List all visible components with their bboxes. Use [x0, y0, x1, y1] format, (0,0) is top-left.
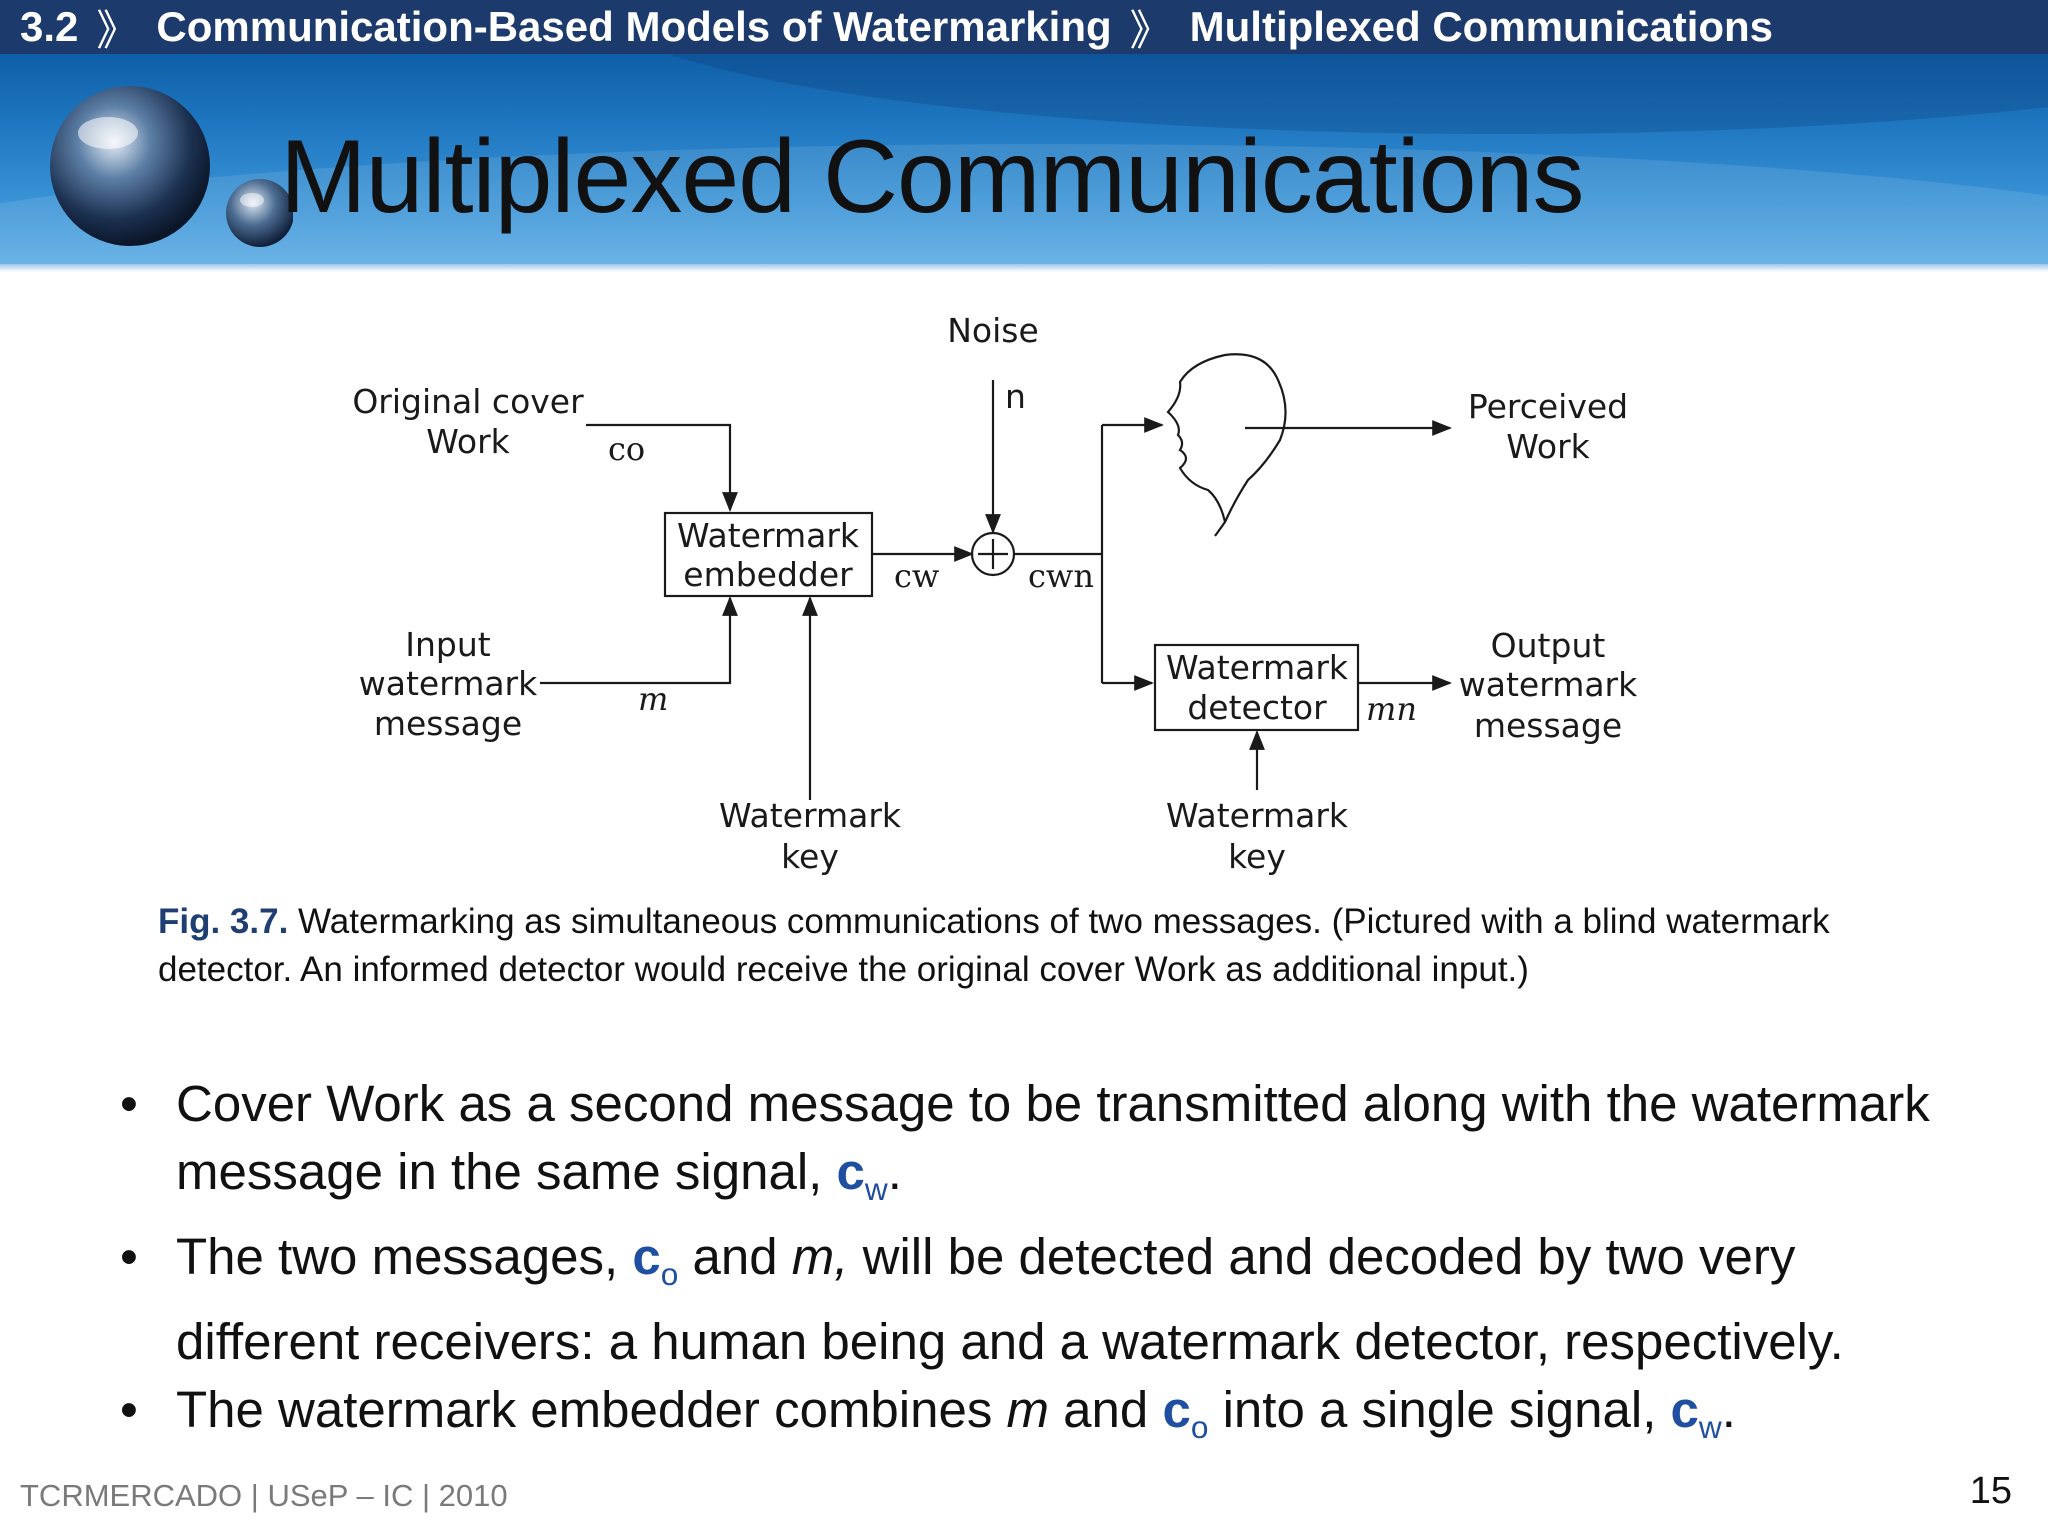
bullet-text: and	[678, 1228, 792, 1286]
original-cover-label-2: Work	[426, 422, 510, 461]
cw-variable: cw	[836, 1143, 888, 1208]
title-band-divider	[0, 264, 2048, 272]
embedder-label-1: Watermark	[677, 516, 860, 555]
perceived-label-2: Work	[1506, 427, 1590, 466]
input-label-1: Input	[405, 625, 491, 664]
page-title: Multiplexed Communications	[280, 119, 1584, 235]
key2-label-2: key	[1228, 837, 1286, 876]
bullet-text: .	[1721, 1381, 1736, 1439]
m-variable: m	[1006, 1381, 1050, 1439]
cw-variable: cw	[1670, 1381, 1722, 1446]
bullet-dot: •	[120, 1075, 138, 1132]
breadcrumb-separator: 》	[96, 6, 139, 54]
human-head-icon	[1166, 353, 1287, 537]
detector-label-1: Watermark	[1166, 648, 1349, 687]
footer-credit: TCRMERCADO | USeP – IC | 2010	[20, 1478, 508, 1513]
key1-label-2: key	[781, 837, 839, 876]
noise-symbol: n	[1005, 377, 1026, 416]
perceived-label-1: Perceived	[1468, 387, 1628, 426]
bullet-dot: •	[120, 1228, 138, 1286]
bullet-item: • The two messages, co and m, will be de…	[120, 1223, 1980, 1376]
bullet-text: into a single signal,	[1208, 1381, 1671, 1439]
bullet-item: • The watermark embedder combines m and …	[120, 1376, 1980, 1461]
detector-box	[1153, 643, 1360, 732]
mn-symbol: mn	[1366, 690, 1417, 728]
embedder-label-2: embedder	[683, 555, 853, 594]
cw-symbol: cw	[894, 557, 939, 595]
bullet-text: The two messages,	[176, 1228, 633, 1286]
bullet-dot: •	[120, 1381, 138, 1439]
input-label-3: message	[374, 704, 522, 743]
breadcrumb-separator: 》	[1129, 6, 1172, 54]
output-label-3: message	[1474, 706, 1622, 745]
bullet-item: • Cover Work as a second message to be t…	[120, 1070, 1980, 1223]
figure-caption: Fig. 3.7. Watermarking as simultaneous c…	[158, 898, 1858, 994]
bullet-text: will be detected and decoded by two very…	[176, 1228, 1844, 1371]
noise-label: Noise	[947, 311, 1039, 350]
watermark-block-diagram: Noise n Original cover Work co Watermark…	[352, 311, 1638, 876]
co-variable: co	[1162, 1381, 1209, 1446]
input-label-2: watermark	[359, 664, 538, 703]
embedder-box	[663, 511, 874, 598]
cwn-symbol: cwn	[1028, 557, 1094, 595]
output-label-1: Output	[1491, 626, 1606, 665]
figure-caption-text: Watermarking as simultaneous communicati…	[158, 902, 1830, 989]
output-label-2: watermark	[1459, 665, 1638, 704]
message-arrow	[540, 596, 738, 685]
bullet-text: and	[1049, 1381, 1163, 1439]
breadcrumb-topic: Multiplexed Communications	[1189, 3, 1774, 50]
bullet-text: .	[887, 1143, 902, 1200]
co-variable: co	[632, 1228, 679, 1293]
bullet-list: • Cover Work as a second message to be t…	[120, 1070, 1980, 1461]
bullet-text: The watermark embedder combines	[176, 1381, 1007, 1439]
cover-arrow	[586, 423, 738, 512]
breadcrumb: 3.2 》 Communication-Based Models of Wate…	[0, 0, 2048, 54]
key2-label-1: Watermark	[1166, 796, 1349, 835]
m-variable: m,	[791, 1228, 849, 1286]
globe-logo-icon	[50, 86, 293, 247]
breadcrumb-chapter: Communication-Based Models of Watermarki…	[156, 3, 1112, 50]
key1-label-1: Watermark	[719, 796, 902, 835]
breadcrumb-section: 3.2	[20, 3, 79, 50]
m-symbol: m	[638, 680, 668, 718]
co-symbol: co	[608, 430, 645, 468]
figure-label: Fig. 3.7.	[158, 902, 289, 941]
adder-circle	[970, 531, 1016, 577]
original-cover-label-1: Original cover	[352, 382, 584, 421]
page-number: 15	[1969, 1470, 2012, 1512]
detector-label-2: detector	[1187, 688, 1327, 727]
bullet-text: Cover Work as a second message to be tra…	[176, 1075, 1930, 1200]
title-band	[0, 54, 2048, 264]
